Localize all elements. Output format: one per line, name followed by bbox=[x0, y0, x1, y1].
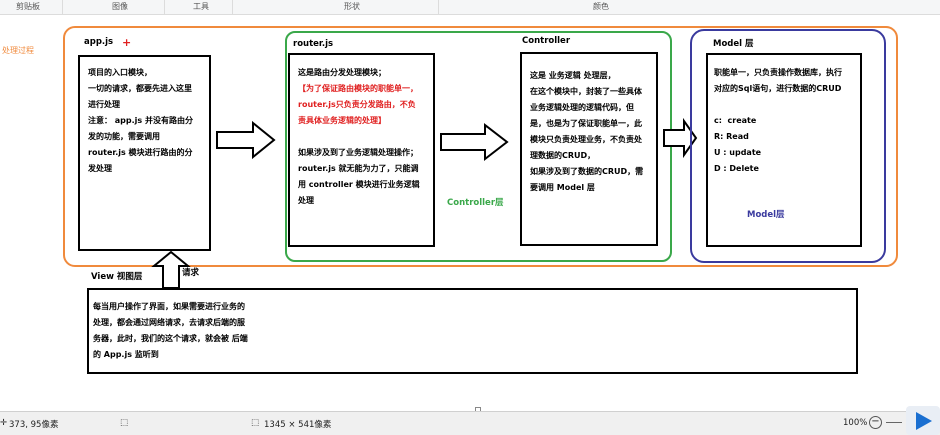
plus-icon: + bbox=[122, 36, 132, 49]
zoom-out-icon[interactable]: − bbox=[869, 416, 882, 429]
play-button[interactable] bbox=[906, 406, 940, 435]
appjs-box: 项目的入口模块， 一切的请求，都要先进入这里 进行处理 注意： app.js 并… bbox=[78, 55, 211, 251]
view-layer-label: View 视图层 bbox=[91, 272, 143, 282]
controller-title: Controller bbox=[522, 36, 571, 46]
model-text-intro: 职能单一，只负责操作数据库，执行 对应的Sql语句，进行数据的CRUD bbox=[714, 68, 842, 93]
view-text: 每当用户操作了界面，如果需要进行业务的 处理，都会通过网络请求，去请求后端的服 … bbox=[93, 302, 248, 359]
zoom-level: 100% bbox=[843, 418, 868, 428]
drawing-canvas[interactable]: 处理过程 app.js + 项目的入口模块， 一切的请求，都要先进入这里 进行处… bbox=[0, 15, 940, 413]
ribbon-shapes[interactable]: 形状 bbox=[344, 2, 360, 11]
image-size-icon: ⬚ bbox=[251, 418, 260, 428]
router-text-detail: 如果涉及到了业务逻辑处理操作； router.js 就无能为力了，只能调 用 c… bbox=[298, 148, 420, 205]
zoom-slider[interactable] bbox=[886, 422, 902, 423]
ribbon-separator bbox=[164, 0, 165, 14]
selection-icon: ⬚ bbox=[120, 418, 129, 428]
router-box: 这是路由分发处理模块； 【为了保证路由模块的职能单一， router.js只负责… bbox=[288, 53, 435, 247]
router-text-intro: 这是路由分发处理模块； bbox=[298, 68, 386, 77]
view-box: 每当用户操作了界面，如果需要进行业务的 处理，都会通过网络请求，去请求后端的服 … bbox=[87, 288, 858, 374]
image-size: 1345 × 541像素 bbox=[264, 420, 332, 430]
arrow-up-icon bbox=[151, 250, 191, 289]
cursor-position-icon: ✛ bbox=[0, 418, 8, 428]
model-text-crud: c: create R: Read U : update D : Delete bbox=[714, 116, 762, 173]
status-bar: ✛ 373, 95像素 ⬚ ⬚ 1345 × 541像素 100% − bbox=[0, 406, 940, 435]
appjs-text: 项目的入口模块， 一切的请求，都要先进入这里 进行处理 注意： app.js 并… bbox=[88, 68, 193, 173]
model-layer-label: Model层 bbox=[747, 210, 785, 220]
ribbon-separator bbox=[438, 0, 439, 14]
model-box: 职能单一，只负责操作数据库，执行 对应的Sql语句，进行数据的CRUD c: c… bbox=[706, 53, 862, 247]
process-label: 处理过程 bbox=[2, 46, 34, 55]
ribbon-clipboard[interactable]: 剪贴板 bbox=[16, 2, 40, 11]
router-title: router.js bbox=[293, 39, 334, 49]
model-layer-frame bbox=[690, 29, 886, 263]
request-label: 请求 bbox=[182, 268, 200, 278]
cursor-position: 373, 95像素 bbox=[9, 420, 59, 430]
router-text-note: 【为了保证路由模块的职能单一， router.js只负责分发路由，不负 责具体业… bbox=[298, 84, 418, 125]
play-icon bbox=[916, 412, 932, 430]
ribbon-separator bbox=[62, 0, 63, 14]
controller-box: 这是 业务逻辑 处理层， 在这个模块中，封装了一些具体 业务逻辑处理的逻辑代码，… bbox=[520, 52, 658, 246]
controller-layer-label: Controller层 bbox=[447, 198, 504, 208]
ribbon-colors[interactable]: 颜色 bbox=[593, 2, 609, 11]
ribbon-bar: 剪贴板 图像 工具 形状 颜色 bbox=[0, 0, 940, 15]
ribbon-tools[interactable]: 工具 bbox=[193, 2, 209, 11]
ribbon-image[interactable]: 图像 bbox=[112, 2, 128, 11]
arrow-right-icon bbox=[216, 120, 276, 160]
arrow-right-icon bbox=[440, 122, 509, 162]
ribbon-separator bbox=[232, 0, 233, 14]
controller-text: 这是 业务逻辑 处理层， 在这个模块中，封装了一些具体 业务逻辑处理的逻辑代码，… bbox=[530, 71, 644, 192]
appjs-title: app.js bbox=[84, 37, 114, 47]
process-frame bbox=[63, 26, 898, 267]
model-title: Model 层 bbox=[713, 39, 754, 49]
